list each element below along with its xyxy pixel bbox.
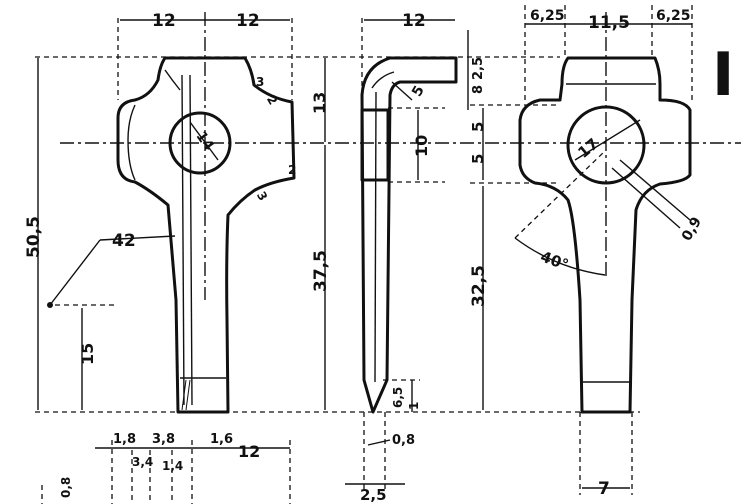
front-radius-3: 3	[254, 189, 270, 203]
bottom-dim-g: 0,8	[59, 477, 73, 498]
bottom-dim-c: 1,6	[210, 432, 233, 447]
front-dim-left-12: 12	[152, 11, 176, 31]
rear-dim-lower-half: 5	[469, 154, 487, 164]
front-taper-leader-2	[99, 235, 176, 241]
bottom-dim-d: 12	[238, 442, 260, 461]
side-dim-top: 12	[402, 11, 426, 31]
bottom-section: 1,8 3,8 1,6 12 3,4 1,4 0,8	[41, 432, 291, 504]
front-web-line-1	[181, 74, 185, 406]
rear-angle-arc	[514, 237, 606, 276]
front-view: 12 12 50,5 42 15 13 37,5 14 3 2 3 2	[24, 11, 331, 414]
bottom-dim-f: 1,4	[162, 459, 183, 473]
front-web-line-2	[189, 74, 193, 406]
rear-slot-line-1	[619, 159, 691, 221]
side-tip-thickness-leader	[367, 439, 391, 446]
bottom-dim-e: 3,4	[132, 455, 153, 469]
side-outline	[360, 56, 458, 414]
rear-dim-slot: 0,9	[679, 214, 705, 243]
front-rib	[164, 69, 181, 91]
front-outline	[116, 56, 296, 414]
front-dim-bottom: 15	[78, 343, 97, 365]
side-hole-slot	[360, 108, 390, 182]
side-dim-tip-thickness: 0,8	[392, 433, 415, 448]
front-dim-taper: 42	[112, 231, 136, 251]
side-dim-tip-offset: 1	[407, 402, 421, 410]
side-dim-bend-radius: 5	[409, 83, 428, 99]
sheet-mark: I	[712, 40, 734, 110]
rear-dim-bottom-width: 7	[598, 479, 610, 499]
rear-dim-upper-half: 5	[469, 122, 487, 132]
bottom-dim-b: 3,8	[152, 432, 175, 447]
front-dim-shank: 37,5	[311, 250, 331, 292]
rear-dim-right-offset: 6,25	[656, 8, 691, 24]
bottom-dim-a: 1,8	[113, 432, 136, 447]
side-dim-hole-span: 10	[412, 135, 431, 157]
side-dim-tip-height: 6,5	[391, 387, 405, 408]
rear-slot-line-2	[611, 167, 681, 229]
rear-hole-leader	[574, 119, 641, 161]
front-tip-hatch	[181, 379, 191, 411]
rear-outline	[518, 56, 692, 414]
side-dim-base-width: 2,5	[360, 486, 387, 504]
front-center-hole	[168, 111, 232, 175]
front-radius-1: 3	[256, 75, 264, 89]
front-left-ear	[127, 104, 136, 181]
front-taper-leader-1	[49, 239, 101, 306]
side-view: 5 12 2,5 8 10 6,5 1 0,8 2,5	[345, 11, 486, 504]
side-inner-line	[374, 91, 377, 383]
rear-dim-left-offset: 6,25	[530, 8, 565, 24]
front-taper-dot	[47, 302, 53, 308]
rear-dim-center-width: 11,5	[588, 13, 630, 33]
rear-dim-angle: 40°	[538, 247, 571, 274]
side-dim-top-thickness: 2,5	[471, 57, 486, 80]
front-hole-leader	[189, 121, 219, 161]
front-dim-total-height: 50,5	[24, 216, 44, 258]
rear-view: 17 0,9 40° 6,25 11,5 6,25 5 5 32,5 7	[469, 5, 734, 499]
front-dim-right-12: 12	[236, 11, 260, 31]
rear-center-hole	[566, 105, 646, 185]
front-dim-head: 13	[310, 92, 329, 114]
side-bend-leader	[391, 81, 413, 101]
rear-angle-line	[514, 149, 607, 239]
front-radius-2: 2	[264, 93, 280, 107]
front-dim-hole: 14	[192, 129, 216, 154]
front-radius-4: 2	[288, 163, 296, 177]
side-dim-head-depth: 8	[471, 85, 486, 94]
side-bend-arc	[371, 71, 395, 89]
rear-dim-shank: 32,5	[469, 265, 489, 307]
